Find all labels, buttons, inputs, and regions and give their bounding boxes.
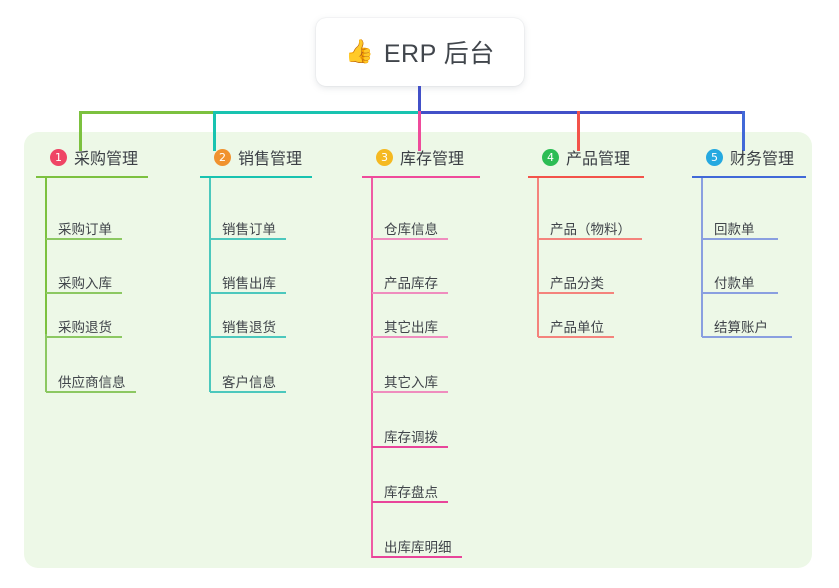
leaf-node-1-1[interactable]: 采购订单	[58, 222, 112, 237]
leaf-rule-2-2	[210, 292, 286, 294]
drop-line-1	[79, 111, 82, 151]
branch-number-badge-5: 5	[706, 148, 723, 166]
branch-rule-2	[200, 176, 312, 178]
leaf-rule-2-3	[210, 336, 286, 338]
leaf-node-2-4[interactable]: 客户信息	[222, 375, 276, 390]
root-node-content: 👍 ERP 后台	[345, 34, 495, 70]
branch-title-4: 产品管理	[566, 151, 631, 168]
branch-column-2: 2 销售管理 销售订单 销售出库 销售退货 客户信息	[200, 146, 350, 393]
branch-spine-2	[209, 178, 211, 392]
leaf-rule-5-1	[702, 238, 778, 240]
bus-segment-teal	[214, 111, 420, 114]
leaf-node-5-1[interactable]: 回款单	[714, 222, 755, 237]
branch-header-3[interactable]: 3 库存管理	[362, 146, 522, 168]
leaf-node-1-3[interactable]: 采购退货	[58, 320, 112, 335]
branch-number-badge-1: 1	[50, 148, 67, 166]
leaf-rule-2-4	[210, 391, 286, 393]
leaf-node-5-3[interactable]: 结算账户	[714, 320, 768, 335]
root-node[interactable]: 👍 ERP 后台	[316, 18, 524, 86]
leaf-node-3-4[interactable]: 其它入库	[384, 375, 438, 390]
branch-number-badge-2: 2	[214, 148, 231, 166]
branch-rule-4	[528, 176, 644, 178]
branch-spine-4	[537, 178, 539, 337]
trunk-line	[418, 86, 421, 113]
leaf-rule-4-3	[538, 336, 614, 338]
leaf-rule-5-2	[702, 292, 778, 294]
leaf-node-1-2[interactable]: 采购入库	[58, 276, 112, 291]
drop-line-2	[213, 111, 216, 151]
leaf-rule-3-7	[372, 556, 462, 558]
drop-line-3	[418, 111, 421, 151]
branch-header-4[interactable]: 4 产品管理	[528, 146, 688, 168]
branch-title-2: 销售管理	[238, 151, 303, 168]
leaf-node-3-5[interactable]: 库存调拨	[384, 430, 438, 445]
branch-header-2[interactable]: 2 销售管理	[200, 146, 350, 168]
branch-spine-1-lower	[45, 334, 47, 392]
bus-segment-green	[79, 111, 215, 114]
branch-column-1: 1 采购管理 采购订单 采购入库 采购退货 供应商信息	[36, 146, 186, 393]
branch-header-1[interactable]: 1 采购管理	[36, 146, 186, 168]
leaf-rule-4-1	[538, 238, 642, 240]
leaf-rule-1-4	[46, 391, 136, 393]
leaf-rule-3-1	[372, 238, 448, 240]
branch-column-5: 5 财务管理 回款单 付款单 结算账户	[692, 146, 832, 338]
leaf-node-2-3[interactable]: 销售退货	[222, 320, 276, 335]
leaf-rule-3-2	[372, 292, 448, 294]
thumbs-up-icon: 👍	[345, 38, 374, 65]
leaf-rule-2-1	[210, 238, 286, 240]
leaf-rule-4-2	[538, 292, 614, 294]
leaf-rule-1-1	[46, 238, 122, 240]
leaf-node-3-7[interactable]: 出库库明细	[384, 540, 452, 555]
root-node-title: ERP 后台	[383, 40, 495, 68]
leaf-node-3-1[interactable]: 仓库信息	[384, 222, 438, 237]
leaf-node-3-6[interactable]: 库存盘点	[384, 485, 438, 500]
leaf-rule-3-3	[372, 336, 448, 338]
branch-column-3: 3 库存管理 仓库信息 产品库存 其它出库 其它入库 库存调拨 库存盘点 出库库…	[362, 146, 522, 558]
bus-segment-blue	[419, 111, 745, 114]
branch-rule-3	[362, 176, 480, 178]
leaf-node-4-1[interactable]: 产品（物料）	[550, 222, 631, 237]
branch-column-4: 4 产品管理 产品（物料） 产品分类 产品单位	[528, 146, 688, 338]
leaf-rule-5-3	[702, 336, 792, 338]
leaf-rule-1-2	[46, 292, 122, 294]
leaf-node-3-3[interactable]: 其它出库	[384, 320, 438, 335]
branch-title-5: 财务管理	[730, 151, 795, 168]
leaf-node-2-1[interactable]: 销售订单	[222, 222, 276, 237]
branch-spine-5	[701, 178, 703, 337]
branch-title-1: 采购管理	[74, 151, 139, 168]
content-panel	[24, 132, 812, 568]
branch-rule-5	[692, 176, 806, 178]
leaf-node-4-2[interactable]: 产品分类	[550, 276, 604, 291]
branch-title-3: 库存管理	[400, 151, 465, 168]
leaf-node-3-2[interactable]: 产品库存	[384, 276, 438, 291]
branch-spine-3	[371, 178, 373, 558]
leaf-rule-3-5	[372, 446, 448, 448]
leaf-node-4-3[interactable]: 产品单位	[550, 320, 604, 335]
leaf-node-1-4[interactable]: 供应商信息	[58, 375, 126, 390]
branch-spine-1	[45, 178, 47, 335]
branch-number-badge-4: 4	[542, 148, 559, 166]
branch-header-5[interactable]: 5 财务管理	[692, 146, 832, 168]
drop-line-4	[577, 111, 580, 151]
leaf-rule-3-4	[372, 391, 448, 393]
leaf-rule-1-3	[46, 336, 122, 338]
leaf-node-5-2[interactable]: 付款单	[714, 276, 755, 291]
branch-number-badge-3: 3	[376, 148, 393, 166]
drop-line-5	[742, 111, 745, 151]
leaf-node-2-2[interactable]: 销售出库	[222, 276, 276, 291]
leaf-rule-3-6	[372, 501, 448, 503]
branch-rule-1	[36, 176, 148, 178]
